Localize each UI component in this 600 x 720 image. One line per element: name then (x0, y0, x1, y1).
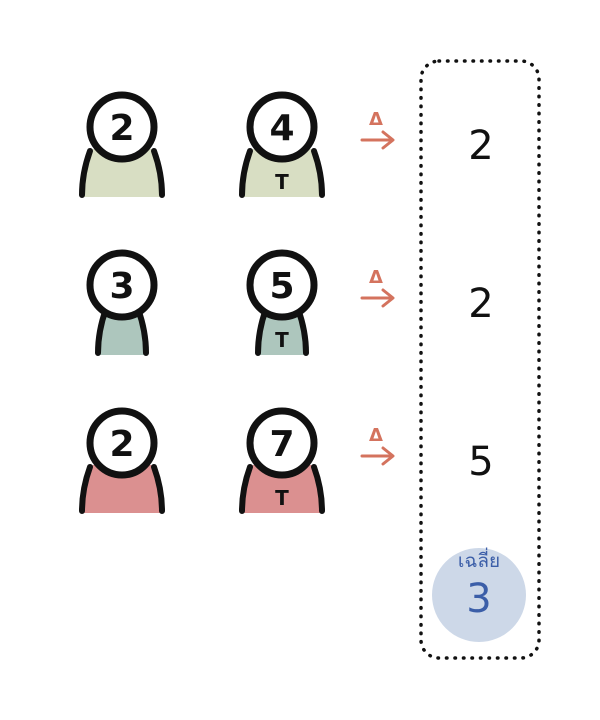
person-right-arm (151, 464, 165, 514)
person-score: 2 (109, 424, 134, 465)
person-left-arm (79, 148, 93, 198)
person-score: 2 (109, 108, 134, 149)
person-head (86, 249, 158, 321)
difference-arrow: Δ (360, 425, 395, 466)
person-head (246, 91, 318, 163)
arrow-head-icon (381, 288, 395, 308)
person-right-arm (151, 148, 165, 198)
person-after: 5T (246, 249, 318, 356)
average-label: เฉลี่ย (458, 547, 500, 572)
person-right-arm (311, 464, 325, 514)
person-before: 2 (79, 91, 165, 198)
arrow-head-icon (381, 130, 395, 150)
person-score: 7 (269, 424, 294, 465)
treatment-mark: T (275, 486, 289, 510)
person-left-arm (79, 464, 93, 514)
person-score: 3 (109, 266, 134, 307)
person-body (81, 149, 163, 197)
difference-arrow: Δ (360, 109, 395, 150)
person-left-arm (239, 464, 253, 514)
person-head (86, 91, 158, 163)
results-box (419, 59, 541, 660)
person-before: 3 (86, 249, 158, 356)
average-badge-background (432, 548, 526, 642)
person-head (86, 407, 158, 479)
person-after: 7T (239, 407, 325, 514)
person-score: 4 (269, 108, 294, 149)
person-right-arm (311, 148, 325, 198)
average-value: 3 (466, 576, 491, 622)
average-badge: เฉลี่ย 3 (432, 547, 526, 642)
person-body (97, 307, 147, 355)
difference-arrow: Δ (360, 267, 395, 308)
difference-value: 5 (468, 439, 493, 485)
person-body (241, 465, 323, 513)
person-body (257, 307, 307, 355)
person-head (246, 407, 318, 479)
delta-symbol: Δ (369, 267, 383, 288)
treatment-mark: T (275, 328, 289, 352)
difference-value: 2 (468, 281, 493, 327)
arrow-head-icon (381, 446, 395, 466)
person-score: 5 (269, 266, 294, 307)
person-before: 2 (79, 407, 165, 514)
delta-symbol: Δ (369, 425, 383, 446)
person-left-arm (239, 148, 253, 198)
person-body (81, 465, 163, 513)
person-head (246, 249, 318, 321)
person-body (241, 149, 323, 197)
delta-symbol: Δ (369, 109, 383, 130)
treatment-mark: T (275, 170, 289, 194)
person-after: 4T (239, 91, 325, 198)
difference-value: 2 (468, 123, 493, 169)
